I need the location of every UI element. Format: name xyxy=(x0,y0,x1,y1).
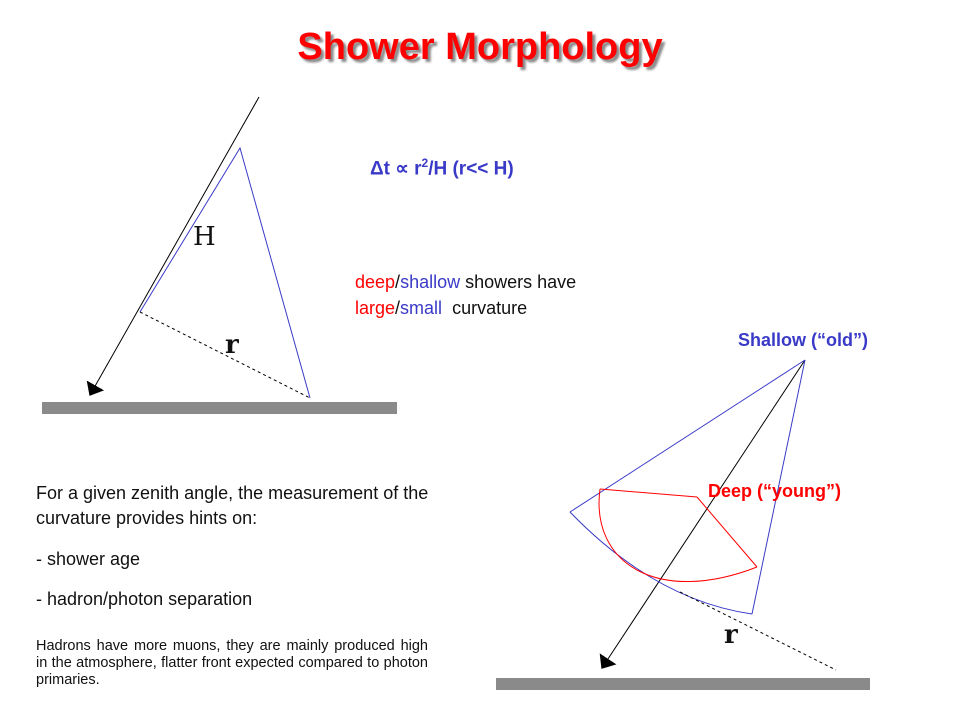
time-delay-formula: Δt ∝ r2/H (r<< H) xyxy=(370,156,514,180)
word-deep: deep xyxy=(355,272,396,292)
shallow-front-curve xyxy=(569,511,753,615)
shower-axis-arrow-top xyxy=(86,96,260,396)
height-triangle-top xyxy=(139,146,311,399)
word-large: large xyxy=(355,298,396,318)
deep-cone-left xyxy=(599,488,698,498)
curvature-line-1: deep/shallow showers have xyxy=(355,269,576,295)
formula-suffix: /H (r<< H) xyxy=(428,158,514,180)
perpendicular-r-bottom xyxy=(679,591,837,671)
curvature-line-2: large/small curvature xyxy=(355,295,576,321)
ground-bar-bottom xyxy=(496,678,870,690)
height-label: H xyxy=(193,222,216,252)
formula-exponent: 2 xyxy=(421,156,429,170)
hadron-note: Hadrons have more muons, they are mainly… xyxy=(36,638,428,688)
bullet-shower-age: - shower age xyxy=(36,549,141,569)
shower-axis-arrow-bottom xyxy=(599,359,806,669)
perpendicular-r-top xyxy=(139,311,311,399)
shallow-cone-left xyxy=(569,359,806,513)
curvature-rest-2: curvature xyxy=(442,298,528,318)
bullet-separation: - hadron/photon separation xyxy=(36,589,253,609)
curvature-statement: deep/shallow showers have large/small cu… xyxy=(355,269,576,321)
slash-2: / xyxy=(395,298,401,318)
intro-text: For a given zenith angle, the measuremen… xyxy=(36,483,429,528)
radius-label-top: r xyxy=(225,330,239,360)
deep-front-curve xyxy=(598,488,758,582)
curvature-rest-1: showers have xyxy=(460,272,577,292)
radius-label-bottom: r xyxy=(724,620,738,650)
slash-1: / xyxy=(395,272,401,292)
slide-title: Shower Morphology xyxy=(297,26,663,68)
deep-label: Deep (“young”) xyxy=(708,481,841,501)
word-small: small xyxy=(400,298,443,318)
deep-cone-right xyxy=(696,496,758,568)
shallow-label: Shallow (“old”) xyxy=(738,330,868,350)
word-shallow: shallow xyxy=(400,272,461,292)
formula-prefix: Δt ∝ r xyxy=(370,158,422,180)
shallow-cone-right xyxy=(751,359,806,615)
ground-bar-top xyxy=(42,402,397,414)
